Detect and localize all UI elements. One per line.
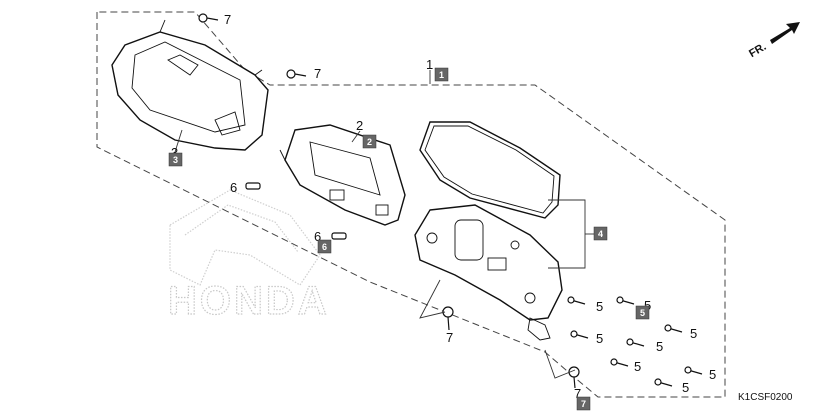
callout-5e: 5 bbox=[644, 298, 651, 313]
callout-7b: 7 bbox=[314, 66, 321, 81]
callout-5g: 5 bbox=[656, 339, 663, 354]
callout-7a: 7 bbox=[224, 12, 231, 27]
honda-watermark: HONDA bbox=[167, 189, 330, 324]
callouts: 1 2 3 5 5 5 5 5 5 5 5 6 6 7 7 7 7 bbox=[171, 12, 716, 401]
callout-5h: 5 bbox=[709, 367, 716, 382]
callout-6b: 6 bbox=[314, 229, 321, 244]
callout-5a: 5 bbox=[596, 299, 603, 314]
svg-text:2: 2 bbox=[367, 137, 372, 147]
ref-box-3: 3 bbox=[168, 152, 183, 167]
callout-5c: 5 bbox=[634, 359, 641, 374]
callout-6a: 6 bbox=[230, 180, 237, 195]
svg-text:6: 6 bbox=[322, 242, 327, 252]
screws-5 bbox=[567, 296, 703, 387]
screws-6 bbox=[245, 182, 347, 240]
meter-visor bbox=[111, 19, 269, 151]
svg-text:4: 4 bbox=[598, 229, 603, 239]
callout-5d: 5 bbox=[682, 380, 689, 395]
callout-1: 1 bbox=[426, 57, 433, 72]
leader-lines bbox=[174, 70, 594, 379]
ref-box-6: 6 bbox=[317, 239, 332, 254]
figure-code: K1CSF0200 bbox=[738, 392, 793, 403]
callout-7c: 7 bbox=[446, 330, 453, 345]
callout-5f: 5 bbox=[690, 326, 697, 341]
lcd-unit bbox=[279, 124, 406, 226]
svg-text:7: 7 bbox=[581, 399, 586, 409]
bolts-7 bbox=[198, 13, 580, 389]
front-arrow-icon: FR. bbox=[747, 22, 800, 60]
ref-boxes: 1 2 3 4 5 6 7 bbox=[168, 67, 650, 411]
direction-label: FR. bbox=[747, 41, 768, 60]
callout-3: 3 bbox=[171, 145, 178, 160]
svg-text:3: 3 bbox=[173, 155, 178, 165]
ref-box-5: 5 bbox=[635, 305, 650, 320]
callout-2: 2 bbox=[356, 118, 363, 133]
meter-case bbox=[414, 204, 563, 341]
ref-box-4: 4 bbox=[593, 226, 608, 241]
svg-text:5: 5 bbox=[640, 308, 645, 318]
callout-7d: 7 bbox=[574, 386, 581, 401]
svg-text:1: 1 bbox=[439, 70, 444, 80]
watermark-text: HONDA bbox=[168, 279, 330, 323]
ref-box-1: 1 bbox=[434, 67, 449, 82]
meter-gasket bbox=[419, 121, 561, 219]
ref-box-2: 2 bbox=[362, 134, 377, 149]
ref-box-7: 7 bbox=[576, 396, 591, 411]
callout-5b: 5 bbox=[596, 331, 603, 346]
